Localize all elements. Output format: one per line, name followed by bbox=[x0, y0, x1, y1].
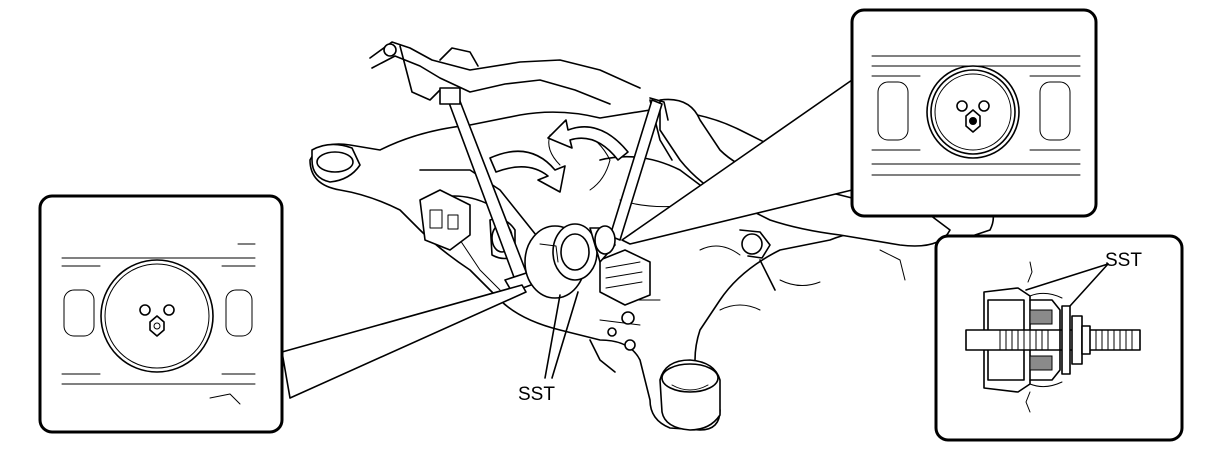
hex-nut-icon bbox=[956, 100, 990, 133]
sst-cross-section-inset: SST bbox=[934, 234, 1184, 442]
left-detail-inset bbox=[38, 194, 527, 434]
rotation-arrow-icon bbox=[547, 119, 629, 161]
sst-label-main: SST bbox=[518, 384, 555, 405]
hex-nut-icon bbox=[139, 304, 175, 337]
sst-label-detail: SST bbox=[1105, 250, 1142, 271]
rotation-arrows bbox=[489, 119, 629, 193]
top-right-detail-inset bbox=[621, 8, 1098, 245]
sst-tool-assembly bbox=[439, 87, 669, 299]
sst-main-callout: SST bbox=[518, 291, 579, 405]
threaded-rod bbox=[999, 329, 1133, 351]
rotation-arrow-icon bbox=[489, 150, 566, 193]
